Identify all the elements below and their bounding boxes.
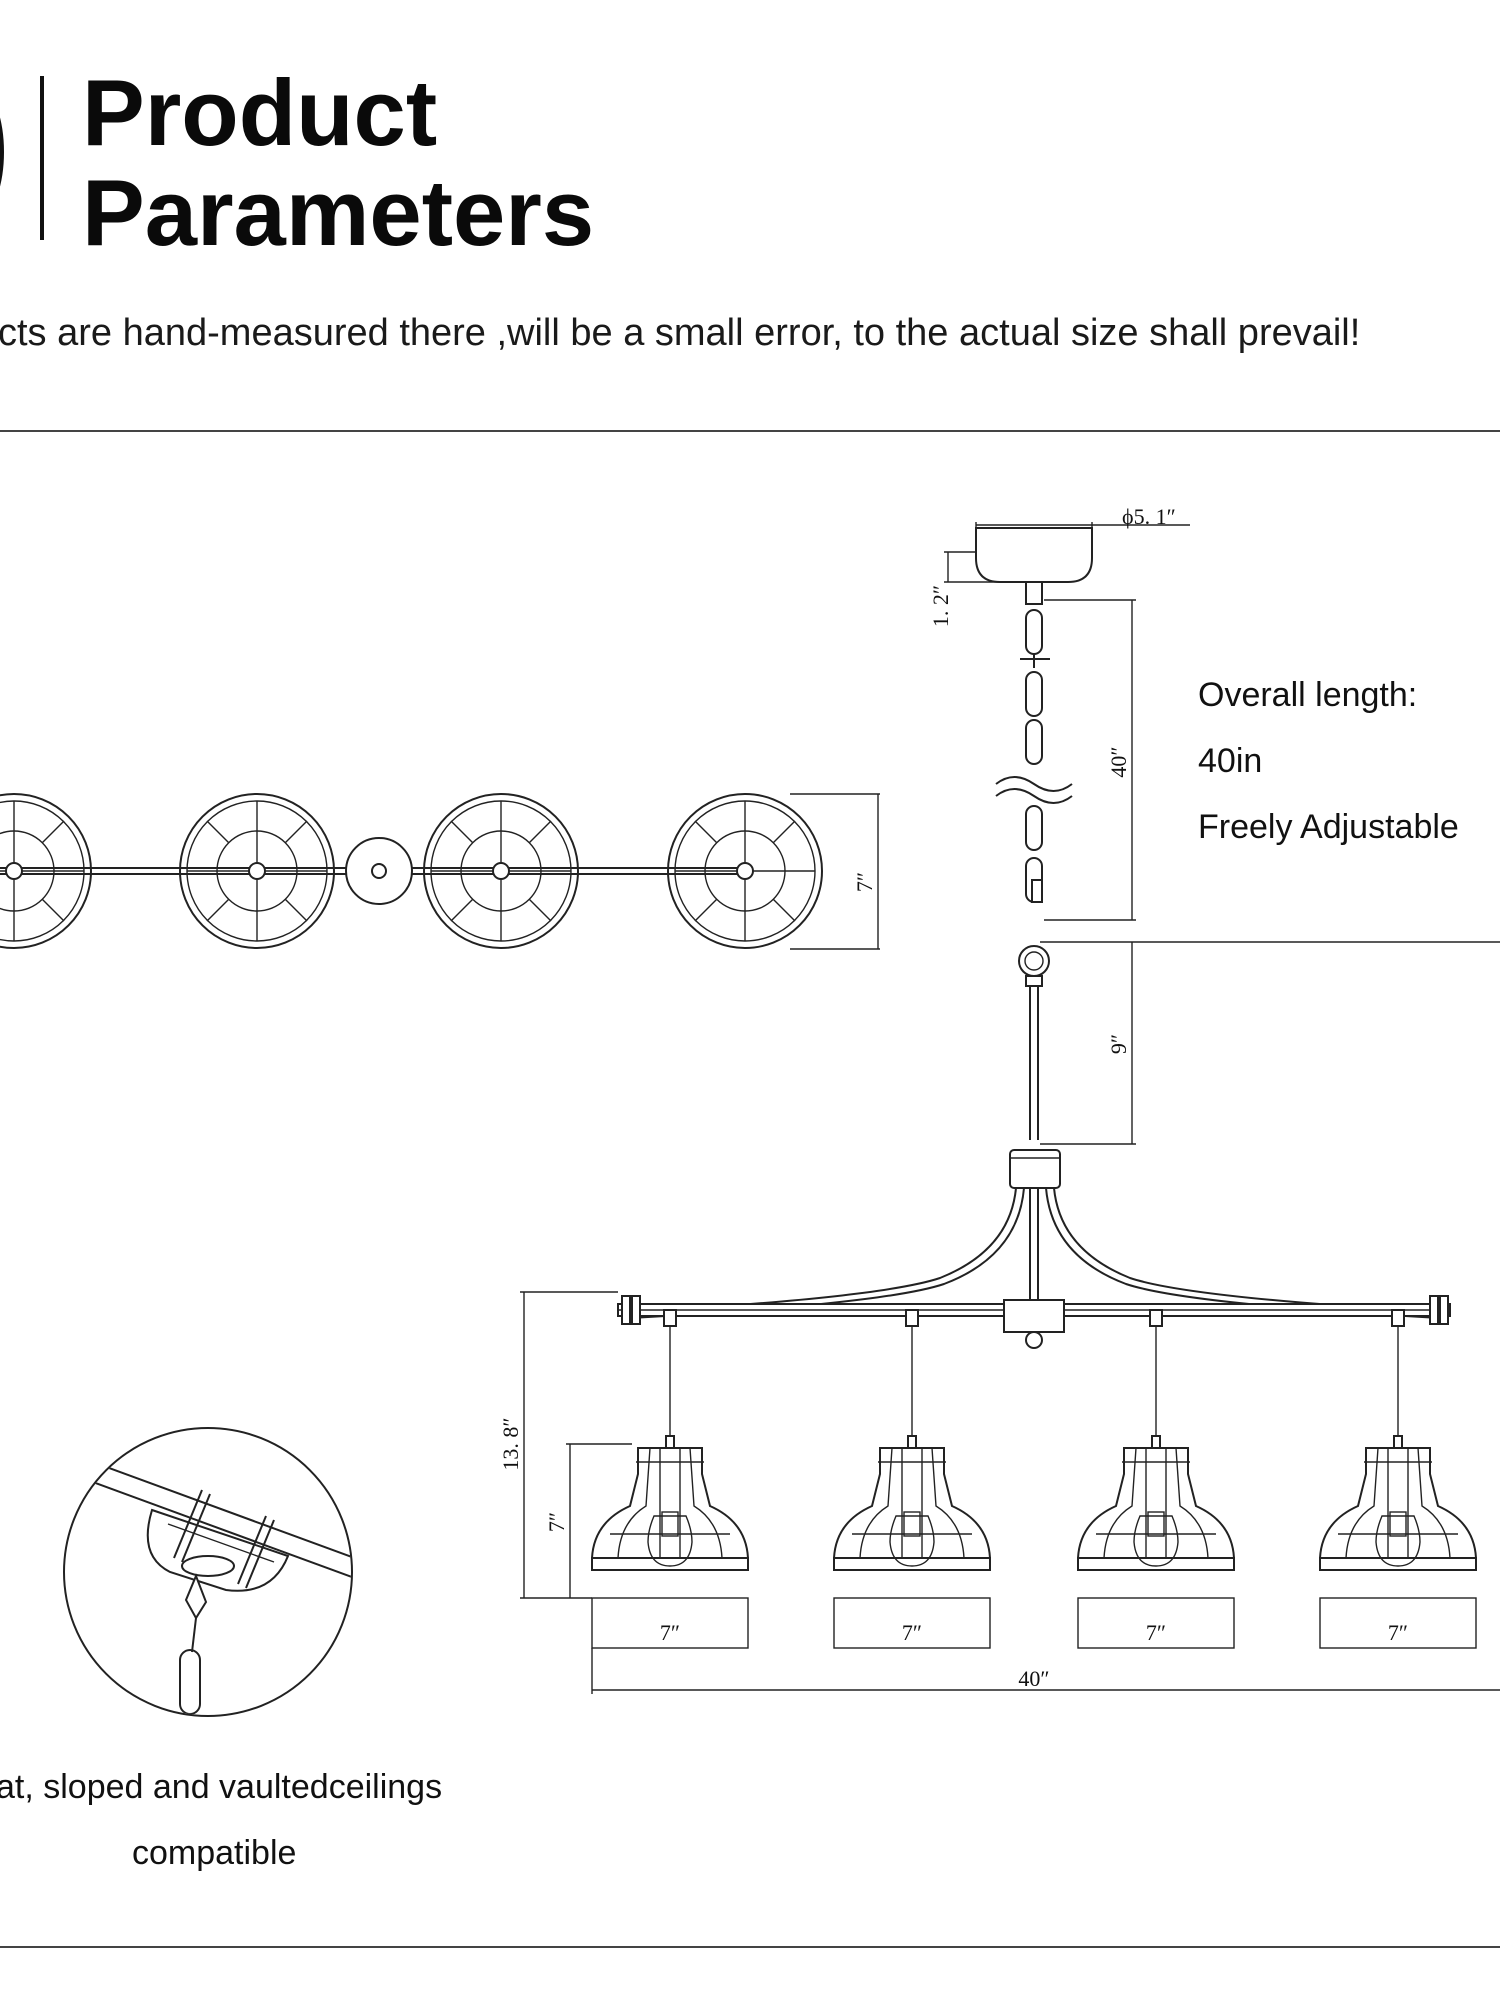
dim-shade-width-3: 7″ (1146, 1620, 1166, 1645)
bottom-divider (0, 1946, 1500, 1948)
ceiling-mount-detail (63, 1427, 353, 1717)
top-view (0, 793, 880, 950)
page-title-line2: Parameters (82, 160, 595, 265)
dim-top-view-height: 7″ (852, 872, 877, 892)
chain-note-adjustable: Freely Adjustable (1198, 808, 1459, 846)
dim-shade-width-2: 7″ (902, 1620, 922, 1645)
dim-fixture-height: 13. 8″ (498, 1417, 523, 1470)
dim-chain-length: 40″ (1106, 746, 1131, 777)
dim-total-width: 40″ (1018, 1666, 1049, 1691)
ceiling-caption-line1: at, sloped and vaultedceilings (0, 1768, 443, 1806)
dim-canopy-height: 1. 2″ (928, 585, 953, 627)
dim-shade-width-1: 7″ (660, 1620, 680, 1645)
ceiling-caption-line2: compatible (132, 1834, 297, 1872)
dim-shade-height: 7″ (544, 1512, 569, 1532)
dim-canopy-diameter: ϕ5. 1″ (1122, 504, 1176, 529)
canopy (944, 522, 1190, 605)
front-view (520, 941, 1500, 1694)
page-title-line1: Product (82, 60, 438, 165)
chain (995, 599, 1136, 921)
dim-rod-length: 9″ (1106, 1034, 1131, 1054)
title-divider (40, 76, 44, 240)
dim-shade-width-4: 7″ (1388, 1620, 1408, 1645)
measurement-notice: cts are hand-measured there ,will be a s… (0, 312, 1361, 354)
chain-note-label: Overall length: (1198, 676, 1418, 714)
top-divider (0, 430, 1500, 432)
chain-note-length: 40in (1198, 742, 1263, 780)
